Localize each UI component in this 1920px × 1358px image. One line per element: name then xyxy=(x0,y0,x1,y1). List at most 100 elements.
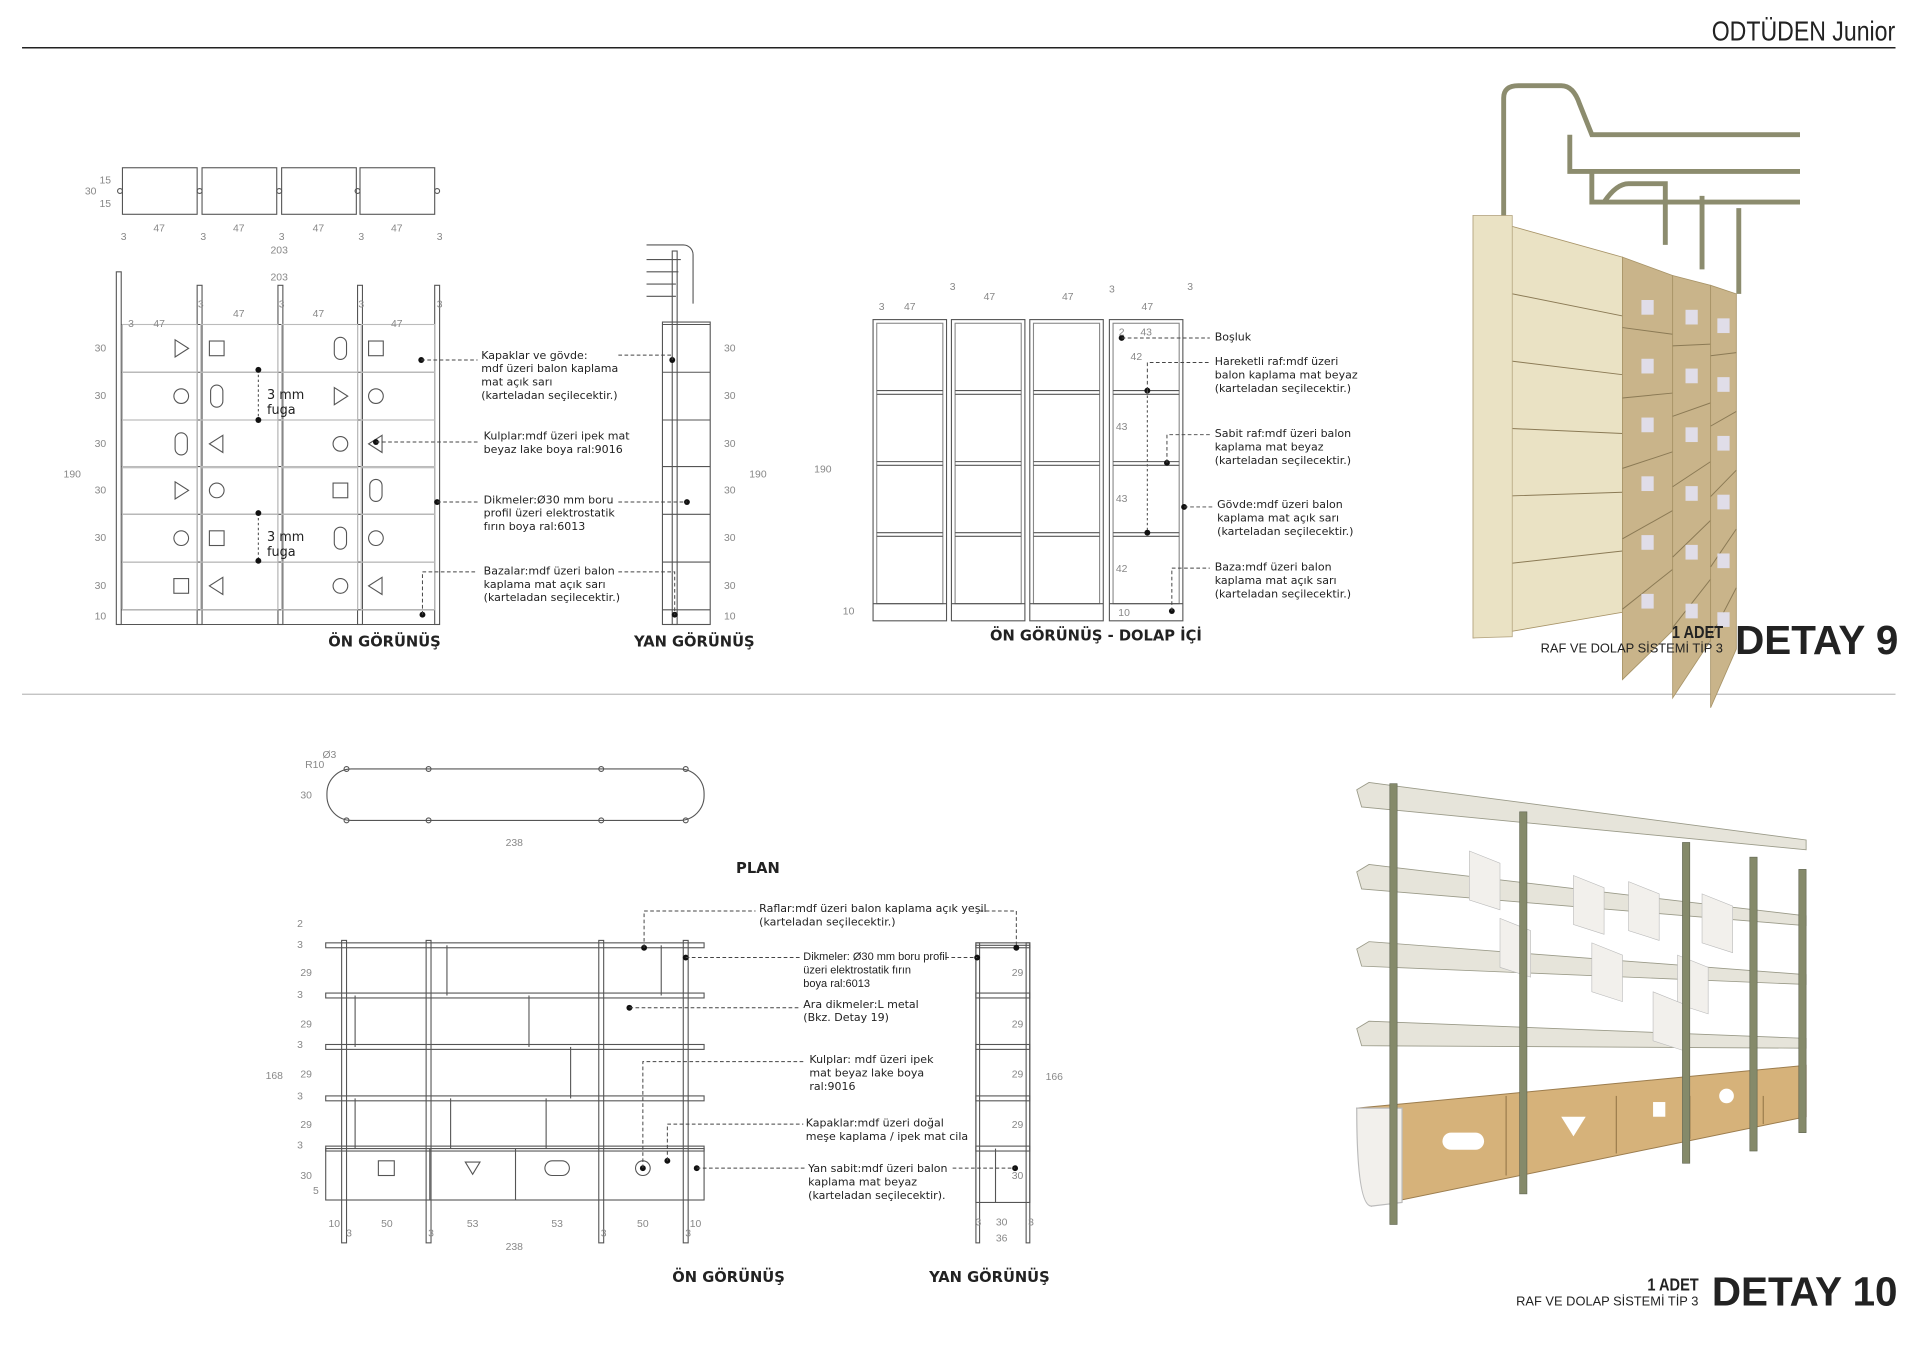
drawer-front xyxy=(360,465,436,515)
leader-line xyxy=(643,910,756,948)
post-plan xyxy=(276,188,283,195)
drawer-front xyxy=(360,513,436,563)
end-panel xyxy=(1472,215,1513,639)
square-handle-icon xyxy=(208,340,225,357)
note-bazalar: Bazalar:mdf üzeri balon kaplama mat açık… xyxy=(483,565,621,605)
post-plan xyxy=(425,765,432,772)
detay10-dimension-label: 3 xyxy=(297,1038,303,1051)
handle-shape xyxy=(1717,318,1730,334)
divider-panel xyxy=(1591,942,1623,1003)
drawer-front xyxy=(121,513,198,563)
cabinet-plan xyxy=(121,167,198,215)
detay9-dimension-label: 47 xyxy=(153,317,165,330)
detay9-dimension-label: 3 xyxy=(128,317,134,330)
detay10-dimension-label: 3 xyxy=(346,1226,352,1240)
detay9-dimension-label: 47 xyxy=(153,221,165,234)
side-shelf xyxy=(975,1145,1031,1152)
leader-dot xyxy=(418,357,425,363)
detay10-dimension-label: 166 xyxy=(1045,1070,1063,1083)
leader-line xyxy=(642,1061,806,1169)
post xyxy=(598,939,605,1244)
detay9-dimension-label: 3 xyxy=(197,297,204,310)
cabinet-body xyxy=(1108,319,1184,622)
handle-shape xyxy=(1717,377,1730,392)
detay9-dimension-label: 203 xyxy=(270,270,288,283)
handle-shape xyxy=(1685,486,1698,501)
detay10-dimension-label: 3 xyxy=(1028,1215,1034,1229)
note-hareketli-raf: Hareketli raf:mdf üzeri balon kaplama ma… xyxy=(1214,356,1358,396)
detay9-dimension-label: 30 xyxy=(84,184,97,198)
drawer-front xyxy=(200,419,279,469)
note-govde: Gövde:mdf üzeri balon kaplama mat açık s… xyxy=(1217,499,1354,539)
detay10-dimension-label: 5 xyxy=(313,1184,319,1197)
pill-handle-icon xyxy=(1442,1132,1485,1150)
cabinet-body xyxy=(1029,319,1104,622)
drawer-seam xyxy=(1672,402,1711,417)
detay9-dimension-label: 42 xyxy=(1130,350,1143,363)
note-ara-dikmeler: Ara dikmeler:L metal (Bkz. Detay 19) xyxy=(803,999,919,1025)
detay9-dimension-label: 30 xyxy=(94,579,107,592)
detay9-dimension-label: 47 xyxy=(1141,300,1154,313)
detay9-dimension-label: 47 xyxy=(232,307,245,320)
post xyxy=(425,939,432,1244)
detay9-dimension-label: 3 xyxy=(436,230,443,243)
detay9-dimension-label: 47 xyxy=(390,221,403,234)
detay10-dimension-label: 29 xyxy=(300,1017,312,1030)
detay9-dimension-label: 10 xyxy=(94,609,107,623)
detay9-dimension-label: 30 xyxy=(94,389,107,402)
triangle-handle-icon xyxy=(208,576,224,596)
post-plan xyxy=(598,765,605,772)
drawer-seam xyxy=(1672,520,1711,558)
detay9-dimension-label: 47 xyxy=(1061,290,1074,303)
plan-outline xyxy=(326,768,705,821)
detay9-dimension-label: 203 xyxy=(270,243,288,256)
detay9-dimension-label: 3 xyxy=(200,230,207,243)
detay10-dimension-label: 29 xyxy=(300,1067,312,1081)
post-plan xyxy=(434,188,441,195)
side-shelf xyxy=(975,942,1031,949)
detay10-subtitle: RAF VE DOLAP SİSTEMİ TİP 3 xyxy=(1516,1294,1699,1309)
pipe-frame xyxy=(1501,83,1801,637)
detay9-dimension-label: 47 xyxy=(390,317,403,330)
leader-line xyxy=(1146,361,1210,391)
post xyxy=(682,939,689,1244)
cabinet-plan xyxy=(281,167,357,215)
note-sabit-raf: Sabit raf:mdf üzeri balon kaplama mat be… xyxy=(1214,428,1352,468)
circle-handle-icon xyxy=(173,530,190,547)
drawer-column xyxy=(1622,256,1674,681)
detay9-dimension-label: 30 xyxy=(94,531,107,544)
note-kulplar-10: Kulplar: mdf üzeri ipek mat beyaz lake b… xyxy=(809,1054,934,1094)
divider-panel xyxy=(1628,881,1660,941)
shelf xyxy=(325,942,705,949)
shelf-board xyxy=(1356,1020,1807,1049)
detay10-dimension-label: 50 xyxy=(637,1217,649,1230)
detay9-dimension-label: 30 xyxy=(723,341,736,354)
shelf xyxy=(325,1095,705,1102)
detay9-dimension-label: 30 xyxy=(94,483,107,496)
leader-line xyxy=(421,571,478,615)
circle-handle-icon xyxy=(332,435,349,452)
drawer-seam xyxy=(1710,352,1737,357)
post-plan xyxy=(354,188,361,195)
leader-line xyxy=(618,571,676,615)
triangle-handle-icon xyxy=(367,576,383,596)
post-plan xyxy=(682,817,689,824)
note-bosluk: Boşluk xyxy=(1214,331,1252,345)
leader-line xyxy=(618,354,673,361)
drawer-front xyxy=(281,419,359,469)
drawer-seam xyxy=(1672,578,1711,628)
detay10-dimension-label: 3 xyxy=(975,1215,982,1229)
drawer-seam xyxy=(1710,469,1737,497)
detay9-render xyxy=(1472,83,1801,708)
triangle-handle-icon xyxy=(174,480,190,500)
pipe-post xyxy=(1389,783,1398,1225)
detay9-dimension-label: 30 xyxy=(94,437,107,450)
drawer-front xyxy=(121,465,198,515)
detay10-dimension-label: 3 xyxy=(297,988,303,1001)
detay10-side-view-label: YAN GÖRÜNÜŞ xyxy=(929,1268,1050,1286)
triangle-handle-icon xyxy=(333,386,349,406)
detay10-dimension-label: 53 xyxy=(466,1217,479,1230)
handle-shape xyxy=(1641,300,1654,315)
handle-shape xyxy=(1717,494,1730,510)
detay9-dimension-label: 3 xyxy=(358,297,365,310)
